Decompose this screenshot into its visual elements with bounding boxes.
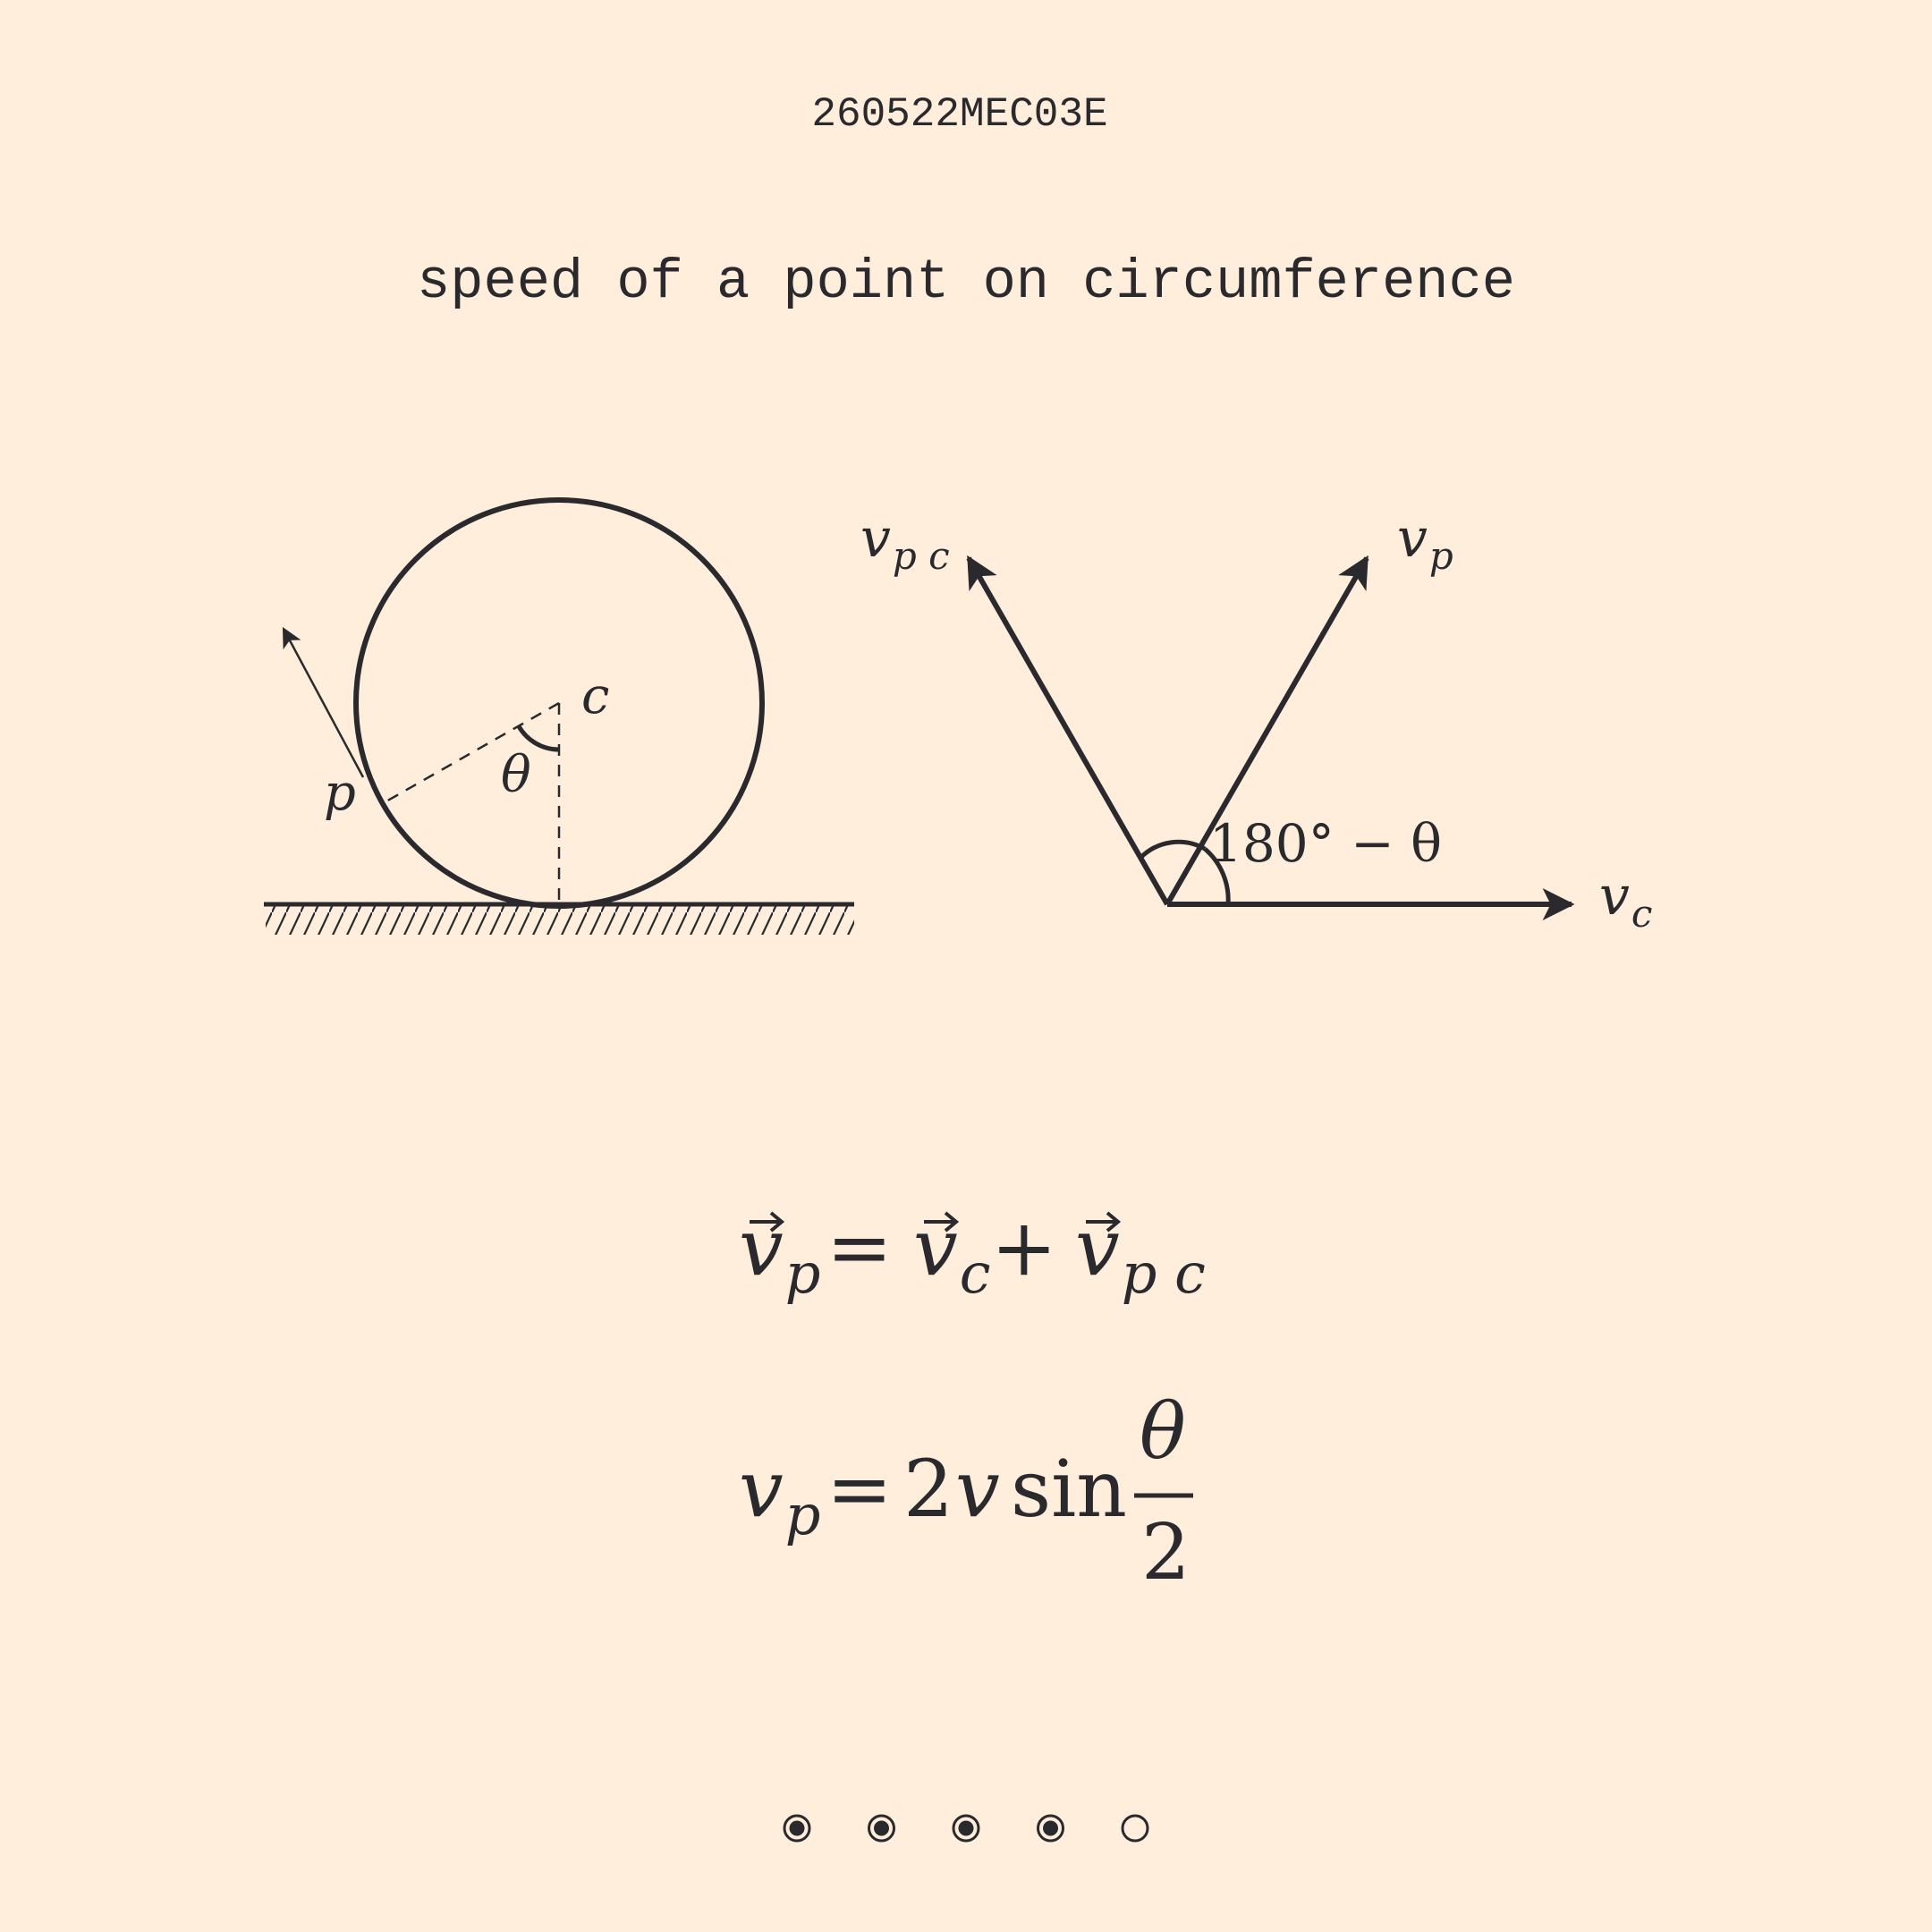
svg-text:+: +	[991, 1201, 1057, 1293]
page-title: speed of a point on circumference	[417, 250, 1515, 314]
radius-to-point	[384, 701, 560, 804]
svg-text:=: =	[826, 1443, 893, 1535]
svg-text:v: v	[955, 1443, 1000, 1535]
vector-hat-vc	[924, 1211, 960, 1233]
center-label: c	[581, 667, 609, 725]
ground-hatch	[266, 904, 854, 935]
pagination-dot[interactable]	[1037, 1814, 1064, 1843]
pagination-dot[interactable]	[868, 1814, 895, 1843]
svg-text:vp: vp	[739, 1443, 820, 1547]
vpc-label: vp c	[860, 507, 950, 578]
vector-diagram: vp c vp vc 180° − θ	[860, 507, 1652, 936]
magnitude-equation: vp = 2 v sin θ 2	[739, 1387, 1193, 1597]
svg-text:2: 2	[1141, 1508, 1191, 1597]
tangent-velocity-arrow	[282, 627, 365, 778]
svg-text:sin: sin	[1011, 1443, 1127, 1535]
pagination-dot[interactable]	[952, 1814, 980, 1843]
angle-arc-vp	[1203, 847, 1231, 905]
vector-hat-vpc	[1086, 1211, 1122, 1233]
svg-text:=: =	[826, 1201, 893, 1293]
svg-text:θ: θ	[1140, 1387, 1186, 1477]
svg-text:vp c: vp c	[1075, 1201, 1206, 1306]
angle-label: 180° − θ	[1209, 813, 1442, 874]
pagination-dot[interactable]	[783, 1814, 811, 1843]
svg-text:2: 2	[903, 1443, 953, 1535]
theta-label: θ	[501, 746, 531, 804]
point-label: p	[324, 764, 356, 822]
pagination-dots	[783, 1814, 1149, 1843]
vp-label: vp	[1397, 507, 1453, 578]
vector-hat-vp	[750, 1211, 785, 1233]
angle-arc-vpc	[1139, 839, 1207, 860]
wheel-diagram: c p θ	[264, 497, 854, 935]
wheel-circle	[353, 497, 765, 909]
vector-sum-equation: vp = vc + vp c	[739, 1201, 1206, 1306]
problem-code: 260522MEC03E	[811, 91, 1108, 138]
theta-arc	[516, 724, 560, 752]
pagination-dot[interactable]	[1121, 1814, 1149, 1843]
svg-text:vp: vp	[739, 1201, 820, 1306]
vc-label: vc	[1599, 865, 1652, 936]
vpc-arrow	[966, 555, 1170, 906]
